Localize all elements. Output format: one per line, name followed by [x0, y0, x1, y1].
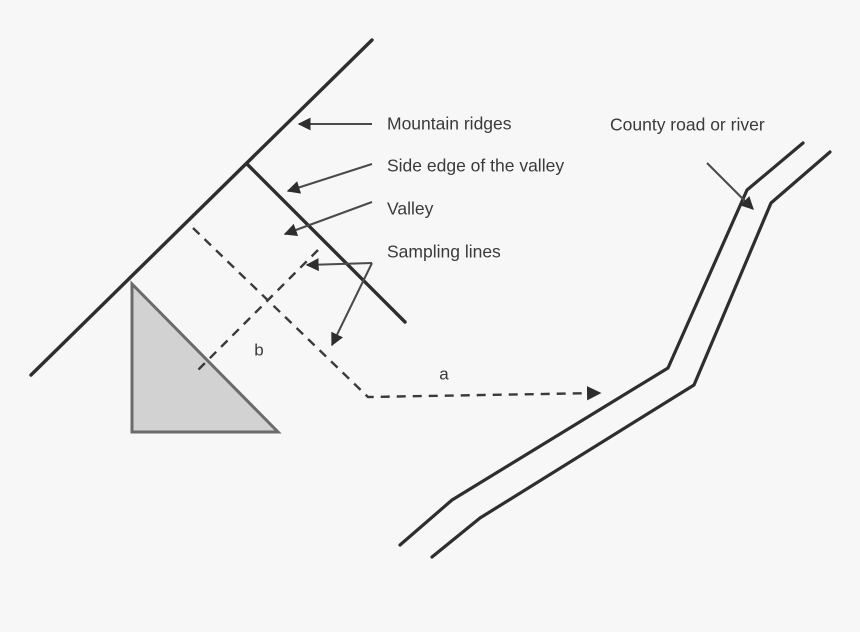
road-river-right-edge: [430, 150, 832, 559]
mountain-ridge-line: [29, 38, 374, 377]
dimension-label-b: b: [254, 340, 263, 359]
sampling-line-1: [192, 227, 602, 401]
leader-valley: [283, 201, 373, 237]
leader-county-road-or-river: [706, 162, 754, 210]
valley-line: [246, 163, 407, 324]
label-county-road-or-river: County road or river: [610, 115, 765, 135]
sampling-line-2: [195, 249, 319, 373]
leader-sampling-lines-upper: [305, 258, 373, 272]
label-valley: Valley: [387, 199, 434, 219]
leader-sampling-lines-lower: [331, 262, 373, 347]
label-side-edge-of-the-valley: Side edge of the valley: [387, 156, 564, 176]
road-river-left-edge: [398, 141, 805, 547]
label-mountain-ridges: Mountain ridges: [387, 114, 512, 134]
dimension-label-a: a: [439, 364, 449, 383]
label-sampling-lines: Sampling lines: [387, 242, 501, 262]
leader-side-edge-of-the-valley: [286, 163, 373, 194]
shaded-triangle: [130, 280, 282, 434]
